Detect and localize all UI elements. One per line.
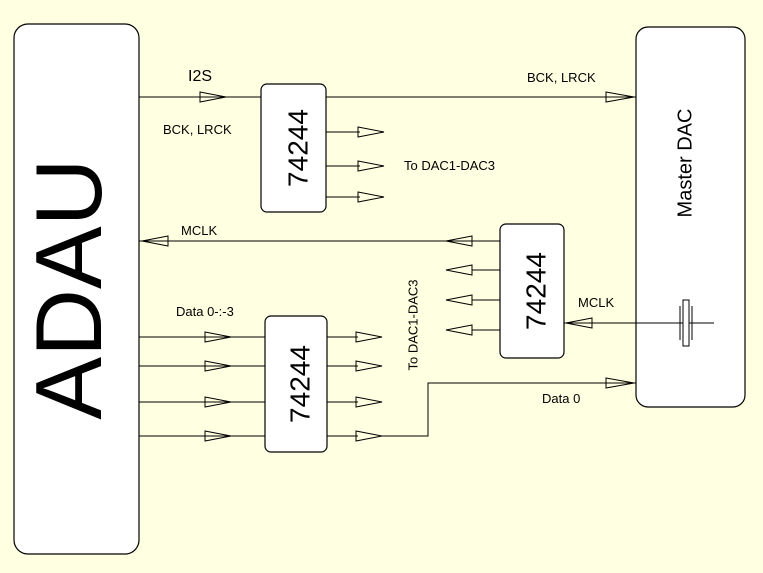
i2s-signal-line: [139, 91, 636, 103]
data-bus-label: Data 0-:-3: [176, 304, 234, 319]
i2s-label: I2S: [188, 68, 212, 85]
mclk-output-label: MCLK: [181, 223, 217, 238]
bck-lrck-output-label: BCK, LRCK: [527, 70, 596, 85]
buffer-74244-mid-label: 74244: [520, 252, 551, 330]
data-bus-lines: [139, 331, 265, 442]
buffer-74244-top: [260, 83, 327, 213]
bck-lrck-input-label: BCK, LRCK: [163, 122, 232, 137]
buffer-74244-mid: [499, 223, 565, 359]
data0-signal-line: [382, 377, 636, 437]
mid-buffer-outputs: [445, 264, 500, 336]
adau-block: [13, 23, 140, 555]
buffer-74244-top-label: 74244: [282, 109, 313, 187]
mclk-input-label: MCLK: [578, 295, 614, 310]
bottom-buffer-outputs: [327, 331, 383, 442]
mclk-signal-line: [139, 235, 500, 247]
master-dac-label: Master DAC: [674, 109, 696, 218]
to-dac-top-label: To DAC1-DAC3: [404, 158, 495, 173]
top-buffer-outputs: [326, 126, 385, 203]
adau-label: ADAU: [16, 158, 121, 419]
master-dac-block: [635, 26, 746, 408]
crystal-oscillator-icon: [679, 299, 693, 347]
buffer-74244-bottom-label: 74244: [284, 345, 315, 423]
data0-label: Data 0: [542, 391, 580, 406]
buffer-74244-bottom: [264, 315, 328, 453]
to-dac-mid-label: To DAC1-DAC3: [405, 279, 420, 370]
